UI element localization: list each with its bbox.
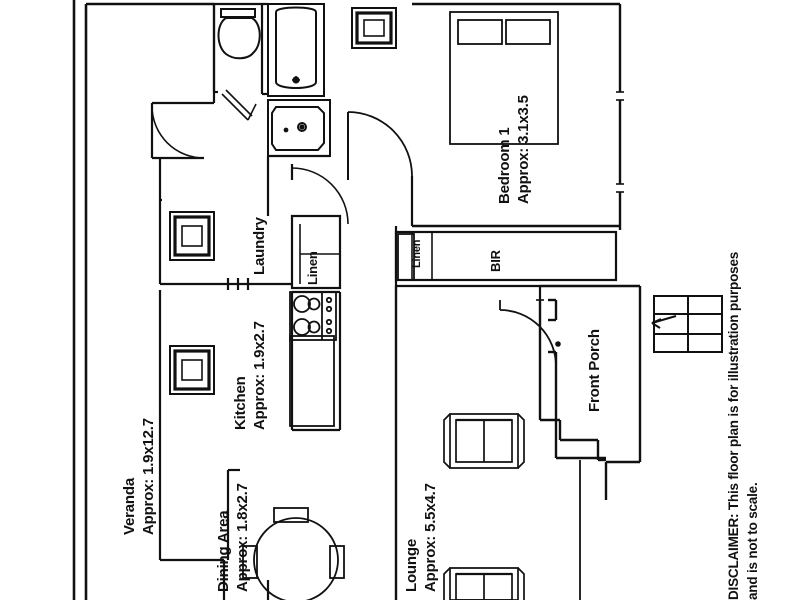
bir-walls bbox=[394, 226, 618, 301]
veranda-dimension: Approx: 1.9x12.7 bbox=[140, 418, 157, 535]
kitchen-dimension: Approx: 1.9x2.7 bbox=[251, 321, 268, 430]
room-dim-veranda: Approx: 1.9x12.7 bbox=[140, 418, 157, 535]
linen-bir-name: Linen bbox=[411, 239, 423, 268]
bir-name: BIR bbox=[488, 250, 503, 272]
linen-closet-hall bbox=[290, 214, 342, 290]
room-label-lounge: Lounge bbox=[403, 539, 420, 592]
window-top bbox=[351, 7, 397, 49]
front-porch-name: Front Porch bbox=[586, 329, 603, 412]
bathtub-fixture bbox=[267, 3, 325, 97]
kitchen-name: Kitchen bbox=[232, 376, 249, 430]
room-label-bedroom-1: Bedroom 1 bbox=[496, 127, 513, 204]
room-label-dining-area: Dining Area bbox=[215, 510, 232, 592]
bedroom-1-name: Bedroom 1 bbox=[496, 127, 513, 204]
room-label-laundry: Laundry bbox=[251, 217, 268, 275]
disclaimer-text-1: DISCLAIMER: This floor plan is for illus… bbox=[726, 251, 741, 600]
lounge-dimension: Approx: 5.5x4.7 bbox=[422, 483, 439, 592]
veranda-inner-wall bbox=[150, 4, 216, 202]
dining-area-name: Dining Area bbox=[215, 510, 232, 592]
veranda-lower-wall bbox=[158, 200, 228, 600]
entry-direction-arrow bbox=[651, 315, 677, 329]
room-label-bir: BIR bbox=[488, 250, 503, 272]
front-porch-walls bbox=[540, 284, 642, 500]
room-dim-lounge: Approx: 5.5x4.7 bbox=[422, 483, 439, 592]
room-label-veranda: Veranda bbox=[121, 478, 138, 535]
shower-fixture bbox=[267, 99, 331, 157]
hallway-walls bbox=[266, 111, 414, 226]
laundry-name: Laundry bbox=[251, 217, 268, 275]
outer-wall-veranda bbox=[72, 0, 214, 600]
sofa-furniture-upper bbox=[443, 413, 525, 469]
room-label-linen-hall: Linen bbox=[305, 251, 320, 285]
linen-closet-bir bbox=[397, 233, 415, 281]
porch-door-swing bbox=[499, 300, 557, 367]
window-bay-left-lower bbox=[169, 345, 215, 395]
laundry-walls bbox=[226, 164, 292, 290]
disclaimer-line-1: DISCLAIMER: This floor plan is for illus… bbox=[726, 252, 742, 600]
sofa-furniture-lower bbox=[443, 567, 525, 600]
room-dim-bedroom-1: Approx: 3.1x3.5 bbox=[515, 95, 532, 204]
room-label-front-porch: Front Porch bbox=[586, 329, 603, 412]
kitchen-walls bbox=[290, 290, 342, 432]
kitchen-bench-fixture bbox=[289, 335, 335, 427]
entry-steps bbox=[653, 295, 723, 353]
round-dining-table-furniture bbox=[242, 507, 345, 600]
toilet-fixture bbox=[217, 8, 261, 60]
bed-furniture bbox=[449, 11, 559, 145]
room-label-kitchen: Kitchen bbox=[232, 376, 249, 430]
room-dim-dining-area: Approx: 1.8x2.7 bbox=[234, 483, 251, 592]
stovetop-fixture bbox=[289, 291, 337, 341]
veranda-name: Veranda bbox=[121, 478, 138, 535]
bedroom-1-dimension: Approx: 3.1x3.5 bbox=[515, 95, 532, 204]
room-dim-kitchen: Approx: 1.9x2.7 bbox=[251, 321, 268, 430]
dining-area-walls bbox=[226, 468, 240, 560]
dining-area-dimension: Approx: 1.8x2.7 bbox=[234, 483, 251, 592]
disclaimer-line-2: and is not to scale. bbox=[745, 482, 761, 600]
bedroom-1-walls bbox=[412, 2, 624, 230]
window-bay-left-upper bbox=[169, 211, 215, 261]
lounge-name: Lounge bbox=[403, 539, 420, 592]
bathroom-walls bbox=[212, 2, 268, 121]
disclaimer-text-2: and is not to scale. bbox=[745, 482, 760, 600]
room-label-linen-bir: Linen bbox=[411, 239, 424, 268]
linen-hall-name: Linen bbox=[305, 251, 320, 285]
lounge-walls bbox=[394, 286, 606, 600]
